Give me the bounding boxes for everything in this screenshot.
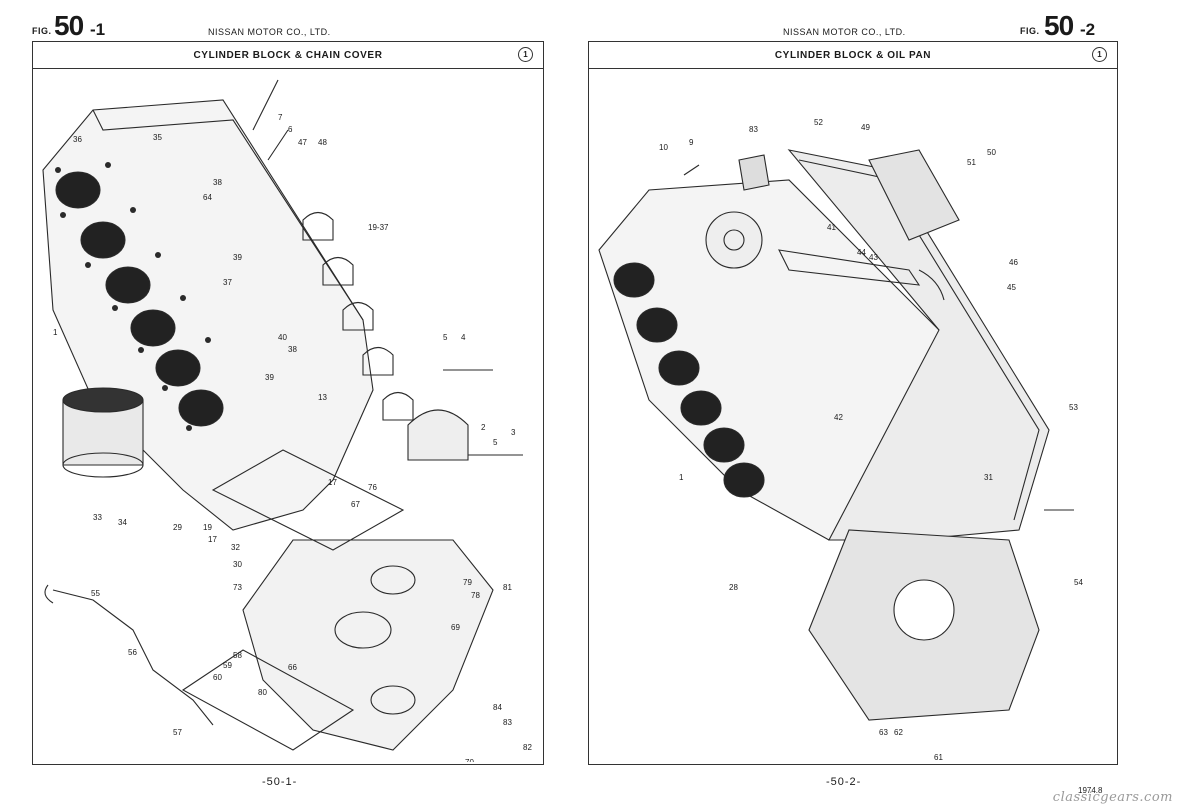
- callout-label: 35: [153, 133, 162, 142]
- callout-label: 69: [451, 623, 460, 632]
- diagram-frame-right: CYLINDER BLOCK & OIL PAN 1: [588, 41, 1118, 765]
- callout-label: 29: [173, 523, 182, 532]
- callout-label: 42: [834, 413, 843, 422]
- callout-label: 57: [173, 728, 182, 737]
- callout-label: 51: [967, 158, 976, 167]
- left-page: FIG. 50 -1 NISSAN MOTOR CO., LTD. CYLIND…: [0, 0, 570, 812]
- callout-label: 70: [465, 758, 474, 762]
- fig-sub: -1: [90, 20, 106, 39]
- fig-sub: -2: [1080, 20, 1096, 39]
- exploded-diagram-right: 10 9 83 52 49 51 50 46 45 41 44 43 42 53…: [598, 118, 1083, 762]
- exploded-diagram-left: 36 35 7 6 47 48 38 64 19-37 39 37 40 38 …: [42, 79, 532, 762]
- callout-label: 50: [987, 148, 996, 157]
- callout-label: 83: [749, 125, 758, 134]
- callout-label: 43: [869, 253, 878, 262]
- callout-label: 1: [53, 328, 58, 337]
- callout-labels: 10 9 83 52 49 51 50 46 45 41 44 43 42 53…: [659, 118, 1083, 762]
- callout-label: 56: [128, 648, 137, 657]
- sheet-number-badge: 1: [1092, 47, 1107, 62]
- callout-label: 49: [861, 123, 870, 132]
- callout-label: 34: [118, 518, 127, 527]
- frame-title: CYLINDER BLOCK & CHAIN COVER: [33, 42, 543, 69]
- callout-label: 39: [265, 373, 274, 382]
- callout-label: 1: [679, 473, 684, 482]
- callout-label: 52: [814, 118, 823, 127]
- callout-label: 36: [73, 135, 82, 144]
- watermark: classicgears.com: [1052, 790, 1173, 805]
- callout-label: 55: [91, 589, 100, 598]
- left-header: FIG. 50 -1 NISSAN MOTOR CO., LTD.: [0, 6, 570, 41]
- fig-prefix: FIG.: [32, 26, 52, 36]
- callout-label: 78: [471, 591, 480, 600]
- fig-number: 50: [1044, 10, 1074, 41]
- page-footer: -50-2-: [826, 776, 862, 788]
- callout-label: 58: [233, 651, 242, 660]
- callout-labels: 36 35 7 6 47 48 38 64 19-37 39 37 40 38 …: [53, 113, 532, 762]
- callout-label: 59: [223, 661, 232, 670]
- callout-label: 40: [278, 333, 287, 342]
- callout-label: 9: [689, 138, 694, 147]
- callout-label: 31: [984, 473, 993, 482]
- callout-label: 76: [368, 483, 377, 492]
- callout-label: 33: [93, 513, 102, 522]
- callout-label: 47: [298, 138, 307, 147]
- callout-label: 17: [208, 535, 217, 544]
- callout-label: 2: [481, 423, 486, 432]
- callout-label: 45: [1007, 283, 1016, 292]
- callout-label: 19: [203, 523, 212, 532]
- callout-label: 60: [213, 673, 222, 682]
- callout-label: 84: [493, 703, 502, 712]
- callout-label: 3: [511, 428, 516, 437]
- callout-label: 53: [1069, 403, 1078, 412]
- page-footer: -50-1-: [262, 776, 298, 788]
- callout-label: 38: [213, 178, 222, 187]
- callout-label: 17: [328, 478, 337, 487]
- callout-label: 64: [203, 193, 212, 202]
- callout-label: 7: [278, 113, 283, 122]
- callout-label: 6: [288, 125, 293, 134]
- callout-label: 67: [351, 500, 360, 509]
- callout-label: 32: [231, 543, 240, 552]
- callout-label: 63: [879, 728, 888, 737]
- callout-label: 39: [233, 253, 242, 262]
- callout-label: 19-37: [368, 223, 389, 232]
- callout-label: 28: [729, 583, 738, 592]
- right-header: NISSAN MOTOR CO., LTD. FIG. 50 -2: [578, 6, 1181, 41]
- callout-label: 82: [523, 743, 532, 752]
- company-name: NISSAN MOTOR CO., LTD.: [783, 27, 906, 37]
- diagram-frame-left: CYLINDER BLOCK & CHAIN COVER 1: [32, 41, 544, 765]
- fig-prefix: FIG.: [1020, 26, 1040, 36]
- callout-label: 41: [827, 223, 836, 232]
- callout-label: 83: [503, 718, 512, 727]
- fig-number: 50: [54, 10, 84, 41]
- callout-label: 46: [1009, 258, 1018, 267]
- callout-label: 5: [493, 438, 498, 447]
- callout-label: 81: [503, 583, 512, 592]
- callout-label: 61: [934, 753, 943, 762]
- sheet-number-badge: 1: [518, 47, 533, 62]
- callout-label: 13: [318, 393, 327, 402]
- callout-label: 38: [288, 345, 297, 354]
- callout-label: 54: [1074, 578, 1083, 587]
- callout-label: 66: [288, 663, 297, 672]
- right-page: NISSAN MOTOR CO., LTD. FIG. 50 -2 CYLIND…: [578, 0, 1181, 812]
- frame-title: CYLINDER BLOCK & OIL PAN: [589, 42, 1117, 69]
- callout-label: 10: [659, 143, 668, 152]
- callout-label: 80: [258, 688, 267, 697]
- callout-label: 79: [463, 578, 472, 587]
- callout-label: 4: [461, 333, 466, 342]
- company-name: NISSAN MOTOR CO., LTD.: [208, 27, 331, 37]
- callout-label: 5: [443, 333, 448, 342]
- callout-label: 73: [233, 583, 242, 592]
- callout-label: 30: [233, 560, 242, 569]
- callout-label: 37: [223, 278, 232, 287]
- date-stamp: 1974.8: [1078, 786, 1103, 795]
- callout-label: 44: [857, 248, 866, 257]
- callout-label: 48: [318, 138, 327, 147]
- callout-label: 62: [894, 728, 903, 737]
